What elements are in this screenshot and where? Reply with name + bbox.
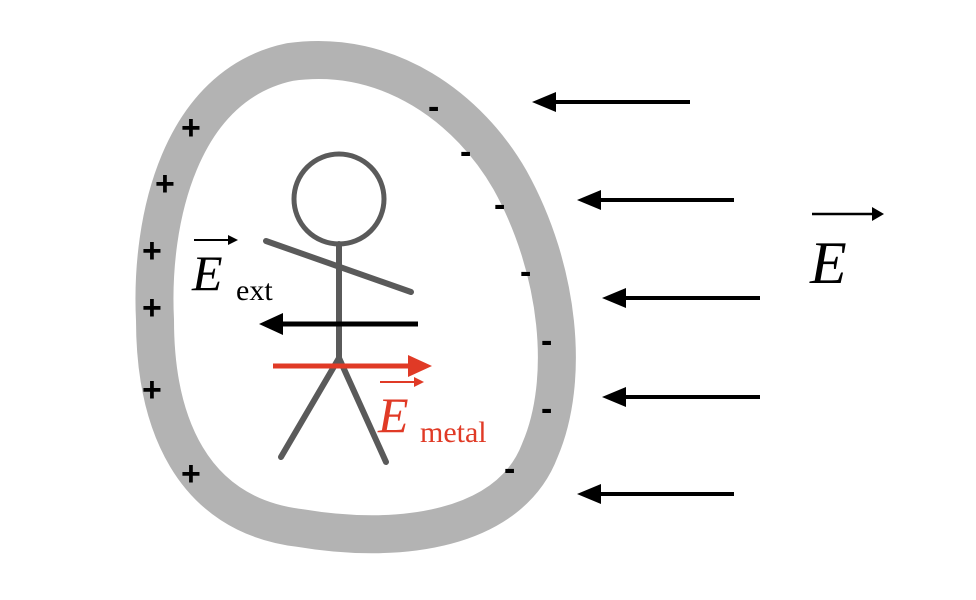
metal-field-arrow <box>273 355 432 377</box>
figure-head <box>291 151 387 247</box>
field-arrow <box>602 387 760 407</box>
ext-symbol: E <box>191 245 223 301</box>
field-label: E <box>809 207 884 296</box>
ext-field-arrow <box>259 313 418 335</box>
negative-charge: - <box>494 186 505 224</box>
field-arrow <box>602 288 760 308</box>
positive-charge: + <box>181 109 201 147</box>
positive-charge: + <box>142 289 162 327</box>
negative-charges: - - - - - - - <box>428 88 552 488</box>
ext-field-label: E ext <box>191 235 273 307</box>
negative-charge: - <box>541 322 552 360</box>
field-symbol: E <box>809 230 847 296</box>
external-field-arrows <box>532 92 760 504</box>
figure-right-leg <box>336 355 389 465</box>
figure-left-leg <box>278 355 342 460</box>
positive-charge: + <box>142 371 162 409</box>
field-arrow <box>577 190 734 210</box>
negative-charge: - <box>520 253 531 291</box>
negative-charge: - <box>504 450 515 488</box>
negative-charge: - <box>541 390 552 428</box>
ext-subscript: ext <box>236 274 273 307</box>
metal-symbol: E <box>377 387 409 443</box>
conducting-shell <box>135 41 576 554</box>
positive-charges: + + + + + + <box>142 109 201 493</box>
stick-figure <box>263 151 414 465</box>
metal-field-label: E metal <box>377 377 487 449</box>
positive-charge: + <box>155 165 175 203</box>
field-arrow <box>577 484 734 504</box>
metal-subscript: metal <box>420 416 487 449</box>
positive-charge: + <box>142 232 162 270</box>
field-arrow <box>532 92 690 112</box>
negative-charge: - <box>460 133 471 171</box>
figure-arms <box>263 238 414 295</box>
negative-charge: - <box>428 88 439 126</box>
positive-charge: + <box>181 455 201 493</box>
